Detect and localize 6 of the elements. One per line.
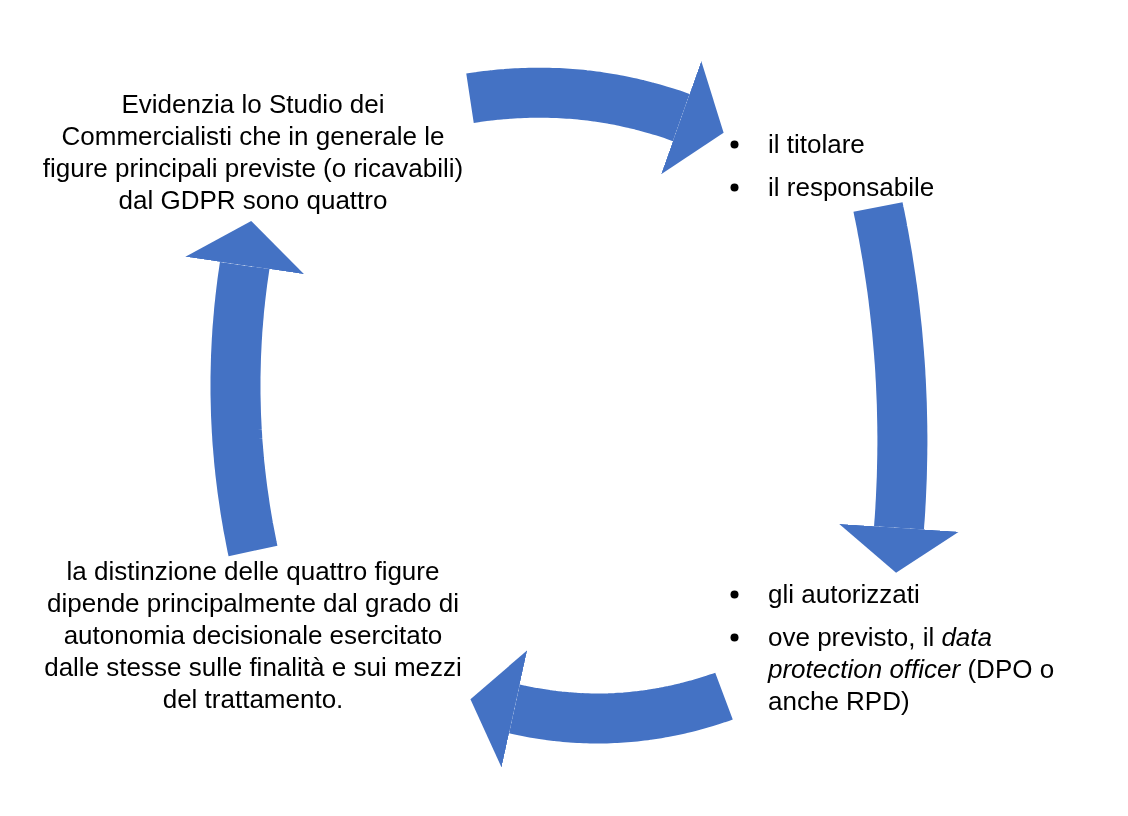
bullet-text: il titolare (768, 129, 865, 159)
text-paragraph: Evidenzia lo Studio dei Commercialisti che in generale le figure principali previste (o ricavabili) dal GDPR sono quattro (41, 88, 465, 216)
bullet-text: gli autorizzati (768, 579, 920, 609)
bullet-text: ove previsto, il data protection officer (DPO o anche RPD) (768, 622, 1055, 716)
bullet-text: il responsabile (768, 172, 935, 202)
text-paragraph: la distinzione delle quattro figure dipende principalmente dal grado di autonomia decisionale esercitato dalle stesse sulle finalità e sui mezzi del trattamento. (43, 555, 463, 715)
